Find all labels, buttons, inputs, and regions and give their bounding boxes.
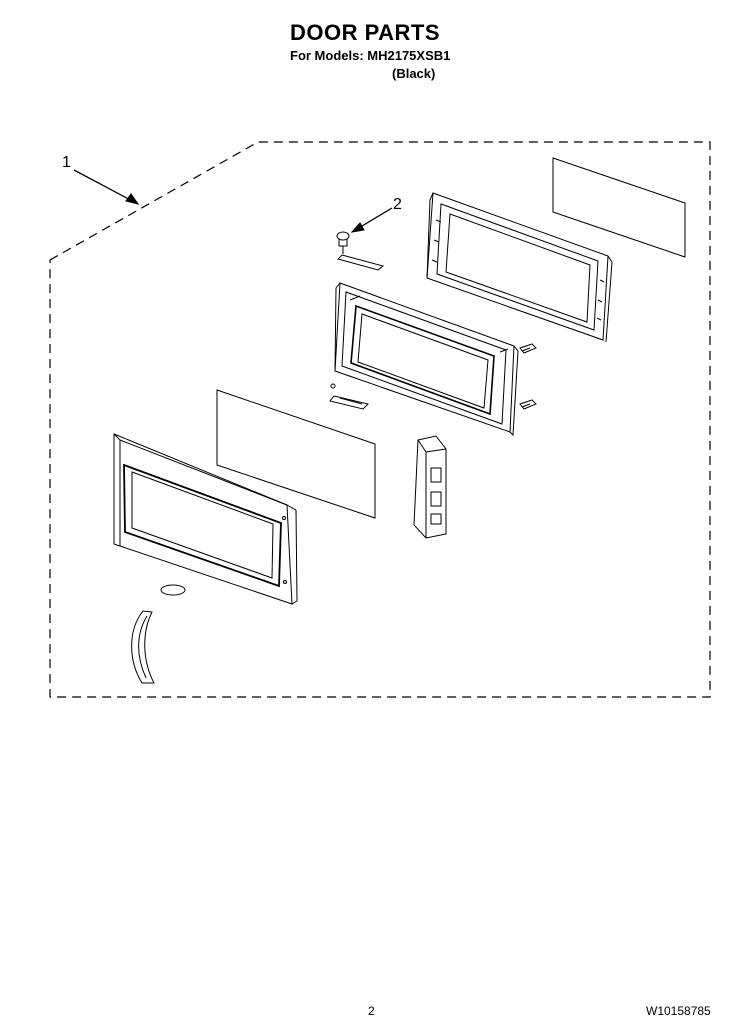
front-glass-panel	[216, 389, 376, 519]
callout-2-arrowhead	[350, 222, 365, 233]
outer-door-panel	[113, 433, 298, 605]
page-number: 2	[368, 1004, 375, 1018]
hinge-clip-upper	[519, 343, 537, 354]
door-screw	[336, 231, 385, 271]
rear-glass-panel	[552, 157, 686, 258]
document-number: W10158785	[646, 1004, 711, 1018]
callout-1-label: 1	[62, 154, 71, 171]
color-variant: (Black)	[392, 66, 436, 81]
callout-2-label: 2	[393, 196, 402, 213]
latch-bracket	[329, 383, 369, 410]
page-title: DOOR PARTS	[289, 20, 441, 45]
logo-plate	[160, 584, 186, 596]
inner-door-frame	[334, 282, 519, 437]
assembly-boundary	[49, 141, 711, 698]
choke-frame	[426, 192, 613, 343]
hinge-clip-lower	[519, 399, 537, 410]
callout-1-arrowhead	[125, 193, 140, 205]
door-latch	[413, 435, 447, 539]
models-line: For Models: MH2175XSB1	[290, 48, 451, 63]
door-handle	[131, 610, 155, 684]
